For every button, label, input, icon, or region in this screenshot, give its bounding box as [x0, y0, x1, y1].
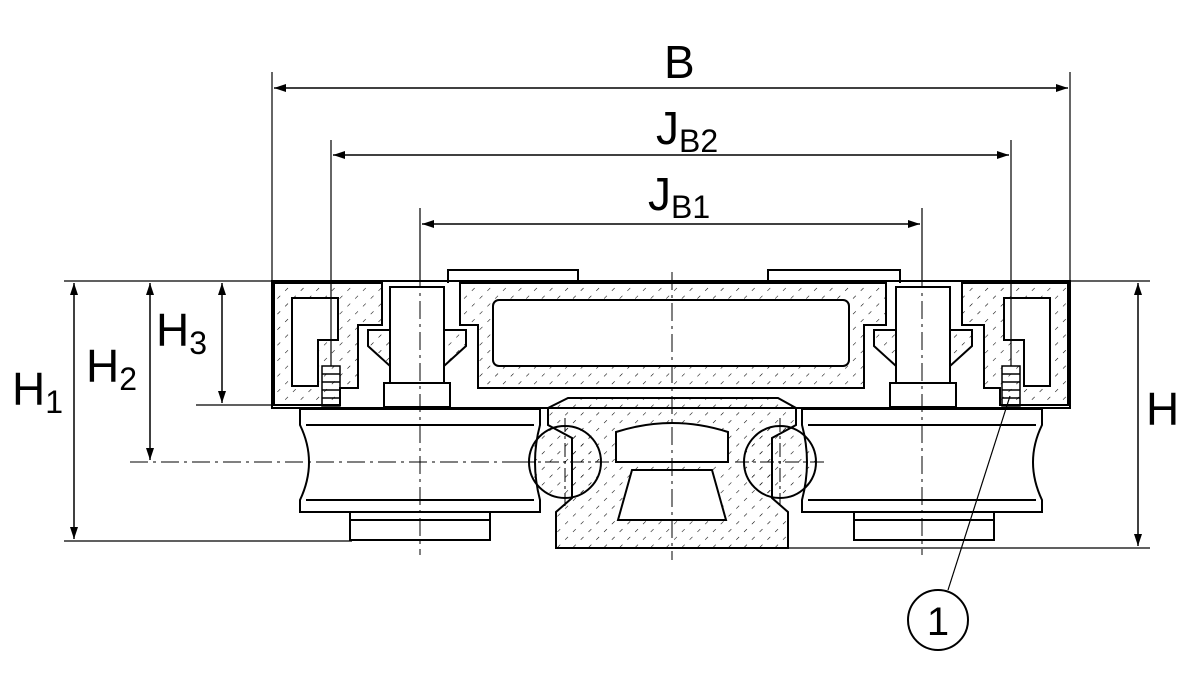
label-H1: H1 [12, 363, 63, 420]
right-bolt [873, 286, 973, 408]
label-JB1: JB1 [648, 168, 710, 225]
callout-1: 1 [907, 395, 1011, 651]
right-slot [1003, 297, 1051, 387]
dimension-lines [70, 84, 1142, 546]
left-bolt [367, 286, 467, 408]
extension-lines [64, 72, 1150, 549]
center-lines [130, 270, 923, 560]
label-H2: H2 [86, 340, 137, 397]
right-ball [735, 418, 825, 506]
label-H: H [1146, 383, 1179, 435]
label-B: B [664, 36, 695, 88]
callout-1-label: 1 [927, 600, 949, 644]
left-ball [520, 418, 610, 506]
center-pocket [492, 299, 850, 367]
label-JB2: JB2 [656, 102, 718, 159]
label-H3: H3 [156, 304, 207, 361]
left-slot [291, 297, 339, 387]
